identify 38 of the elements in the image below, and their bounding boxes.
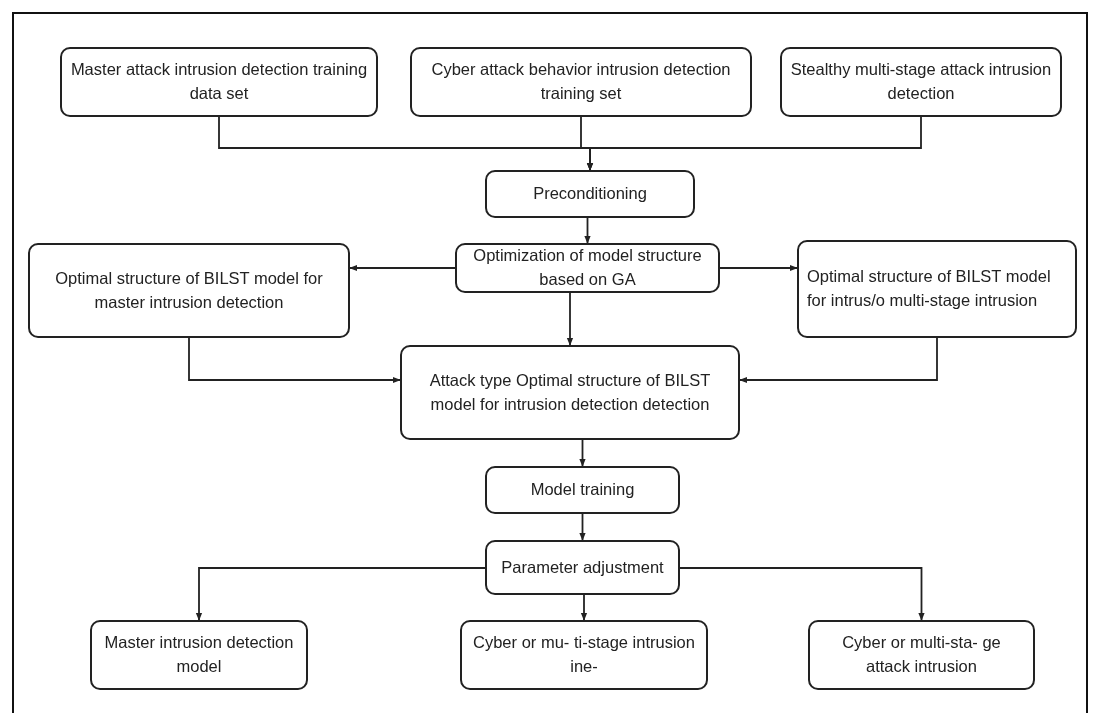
process-box [90, 620, 308, 690]
box-label: Master attack intrusion detection training data set [70, 59, 368, 104]
arrow [349, 264, 456, 272]
arrow [579, 439, 586, 467]
box-label: Stealthy multi-stage attack intrusion detection [790, 59, 1052, 104]
box-label: Optimal structure of BILST model for intrus/o multi-stage intrusion [807, 266, 1052, 311]
arrow [679, 567, 925, 621]
arrow [580, 594, 588, 621]
arrow [579, 513, 586, 541]
box-label: Cyber attack behavior intrusion detection training set [430, 59, 732, 104]
box-label: Parameter adjustment [501, 556, 664, 578]
box-label: Optimal structure of BILST model for master intrusion detection [54, 267, 324, 313]
process-box [60, 47, 378, 117]
arrow [195, 567, 486, 621]
box-label: Cyber or mu- ti-stage intrusion ine- [472, 632, 696, 677]
box-label: Attack type Optimal structure of BILST model for intrusion detection detection [428, 369, 712, 415]
arrow [719, 264, 798, 272]
process-box [28, 243, 350, 338]
process-box [460, 620, 708, 690]
box-label: Model training [530, 479, 635, 501]
process-box [780, 47, 1062, 117]
arrow [584, 217, 591, 244]
process-box [808, 620, 1035, 690]
arrow [739, 337, 938, 384]
process-box [485, 540, 680, 595]
arrow [188, 337, 401, 384]
process-box [400, 345, 740, 440]
process-box [485, 170, 695, 218]
process-box [797, 240, 1077, 338]
process-box [410, 47, 752, 117]
box-label: Master intrusion detection model [103, 632, 295, 677]
box-label: Optimization of model structure based on GA [472, 245, 703, 290]
arrow [586, 116, 922, 171]
box-label: Cyber or multi-sta- ge attack intrusion [841, 632, 1002, 677]
arrow [566, 292, 574, 346]
process-box [455, 243, 720, 293]
box-label: Preconditioning [533, 183, 647, 205]
process-box [485, 466, 680, 514]
